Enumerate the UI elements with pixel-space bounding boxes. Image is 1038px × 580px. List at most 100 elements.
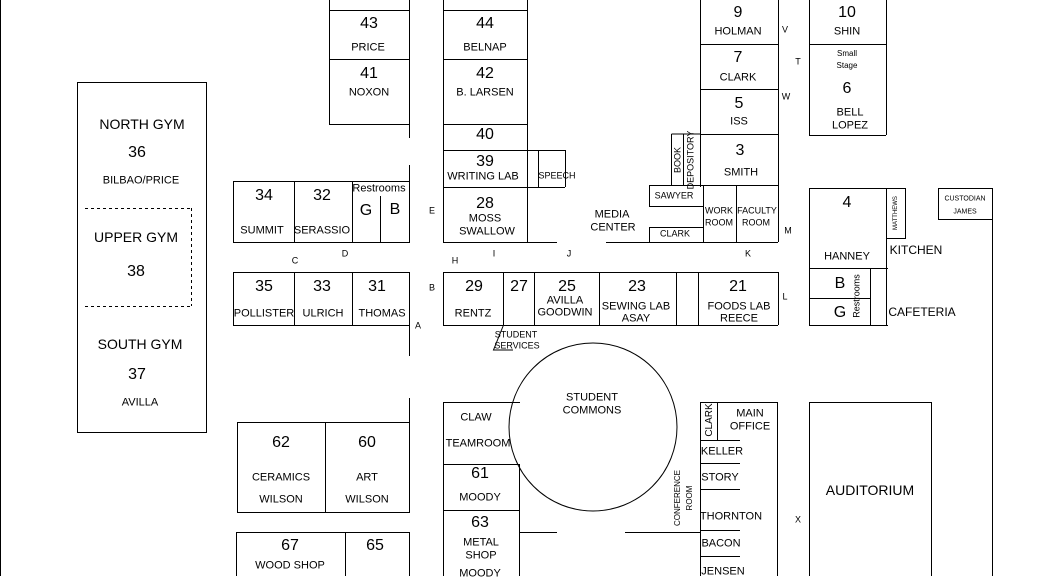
- small-stage-label: Small: [836, 49, 858, 58]
- teacher-name: ULRICH: [302, 307, 344, 320]
- jensen-label: JENSEN: [701, 565, 745, 578]
- main-office-label: MAIN: [736, 407, 764, 420]
- room-number: 67: [281, 537, 299, 554]
- room-number: 65: [366, 537, 384, 554]
- teacher-name: BELNAP: [463, 41, 507, 54]
- book-depository-label: BOOK: [672, 146, 683, 174]
- work-room-label: WORK: [705, 205, 733, 216]
- student-services-label: STUDENT: [494, 329, 538, 340]
- small-stage-label: Stage: [836, 61, 858, 70]
- room-number: 27: [510, 278, 528, 295]
- room-number: 6: [842, 80, 852, 97]
- girls-restroom-label: G: [359, 202, 373, 219]
- teacher-name: AVILLA: [121, 396, 159, 409]
- room-name: WRITING LAB: [447, 170, 519, 183]
- room-name: ISS: [730, 115, 748, 128]
- room-number: 38: [127, 263, 145, 280]
- teacher-name: WILSON: [259, 493, 303, 506]
- clark-small-label: CLARK: [659, 228, 691, 239]
- room-number: 62: [272, 434, 290, 451]
- hall-marker: B: [428, 282, 436, 293]
- teacher-name: PRICE: [351, 41, 385, 54]
- main-office-label: OFFICE: [729, 420, 771, 433]
- room-number: 32: [313, 187, 331, 204]
- room-number: 3: [735, 142, 745, 159]
- hall-marker: E: [428, 205, 436, 216]
- auditorium-label: AUDITORIUM: [825, 482, 915, 498]
- room-number: 44: [476, 15, 494, 32]
- room-number: 63: [471, 514, 489, 531]
- teamroom-label: TEAMROOM: [445, 437, 511, 450]
- girls-restroom-label: G: [833, 304, 847, 321]
- media-center-label: CENTER: [590, 221, 636, 234]
- room-name: SEWING LAB: [601, 300, 671, 313]
- room-name: ART: [356, 471, 378, 484]
- teacher-name: ASAY: [621, 312, 651, 325]
- room-number: 25: [558, 278, 576, 295]
- custodian-label: JAMES: [953, 208, 977, 216]
- teacher-name: HANNEY: [824, 250, 870, 263]
- faculty-room-label: ROOM: [742, 217, 770, 228]
- room-name: FOODS LAB: [707, 300, 771, 313]
- south-gym-label: SOUTH GYM: [97, 336, 183, 352]
- room-name: CERAMICS: [251, 471, 311, 484]
- room-number: 23: [628, 278, 646, 295]
- hall-marker: W: [781, 91, 791, 102]
- hall-marker: I: [492, 248, 496, 259]
- hall-marker: L: [782, 291, 788, 302]
- work-room-label: ROOM: [705, 217, 733, 228]
- student-commons-label: STUDENT: [566, 391, 618, 404]
- teacher-name: NOXON: [348, 86, 390, 99]
- teacher-name: B. LARSEN: [456, 86, 514, 99]
- sawyer-label: SAWYER: [654, 190, 694, 201]
- teacher-name: HOLMAN: [714, 25, 762, 38]
- room-number: 10: [838, 4, 856, 21]
- thornton-label: THORNTON: [699, 510, 763, 523]
- room-number: 21: [729, 278, 747, 295]
- boys-restroom-label: B: [834, 275, 846, 292]
- teacher-name: SERASSIO: [293, 224, 351, 237]
- room-number: 35: [255, 278, 273, 295]
- teacher-name: GOODWIN: [537, 306, 593, 319]
- teacher-name: POLLISTER: [233, 307, 295, 320]
- hall-marker: X: [794, 514, 802, 525]
- room-number: 9: [733, 4, 743, 21]
- boys-restroom-label: B: [389, 201, 401, 218]
- room-number: 28: [476, 195, 494, 212]
- hall-marker: M: [784, 225, 792, 236]
- kitchen-label: KITCHEN: [889, 243, 943, 257]
- keller-label: KELLER: [700, 445, 744, 458]
- room-number: 29: [465, 278, 483, 295]
- hall-marker: V: [781, 24, 789, 35]
- north-gym-label: NORTH GYM: [99, 116, 185, 132]
- story-label: STORY: [701, 471, 739, 484]
- hall-marker: D: [341, 248, 349, 259]
- hall-marker: J: [566, 248, 572, 259]
- room-number: 7: [733, 49, 743, 66]
- custodian-label: CUSTODIAN: [944, 195, 986, 203]
- room-number: 40: [476, 126, 494, 143]
- hall-marker: K: [744, 248, 752, 259]
- teacher-name: BELL: [836, 106, 864, 119]
- cafeteria-label: CAFETERIA: [888, 305, 956, 319]
- teacher-name: MOSS: [468, 212, 502, 225]
- student-services-label: SERVICES: [494, 340, 540, 351]
- bacon-label: BACON: [701, 537, 741, 550]
- conference-room-label: CONFERENCE: [673, 469, 682, 527]
- teacher-name: MOODY: [459, 491, 501, 504]
- teacher-name: RENTZ: [454, 307, 492, 320]
- room-number: 31: [368, 278, 386, 295]
- book-depository-label: DEPOSITORY: [685, 130, 696, 190]
- room-name: METAL: [463, 536, 499, 549]
- hall-marker: C: [291, 255, 299, 266]
- teacher-name: LOPEZ: [831, 119, 869, 132]
- teacher-name: BILBAO/PRICE: [102, 174, 180, 187]
- room-name: WOOD SHOP: [255, 559, 325, 572]
- media-center-label: MEDIA: [594, 208, 630, 221]
- hall-marker: T: [795, 56, 801, 67]
- teacher-name: CLARK: [719, 71, 757, 84]
- teacher-name: SMITH: [723, 166, 759, 179]
- room-name: SHOP: [465, 549, 497, 562]
- teacher-name: SWALLOW: [459, 225, 515, 238]
